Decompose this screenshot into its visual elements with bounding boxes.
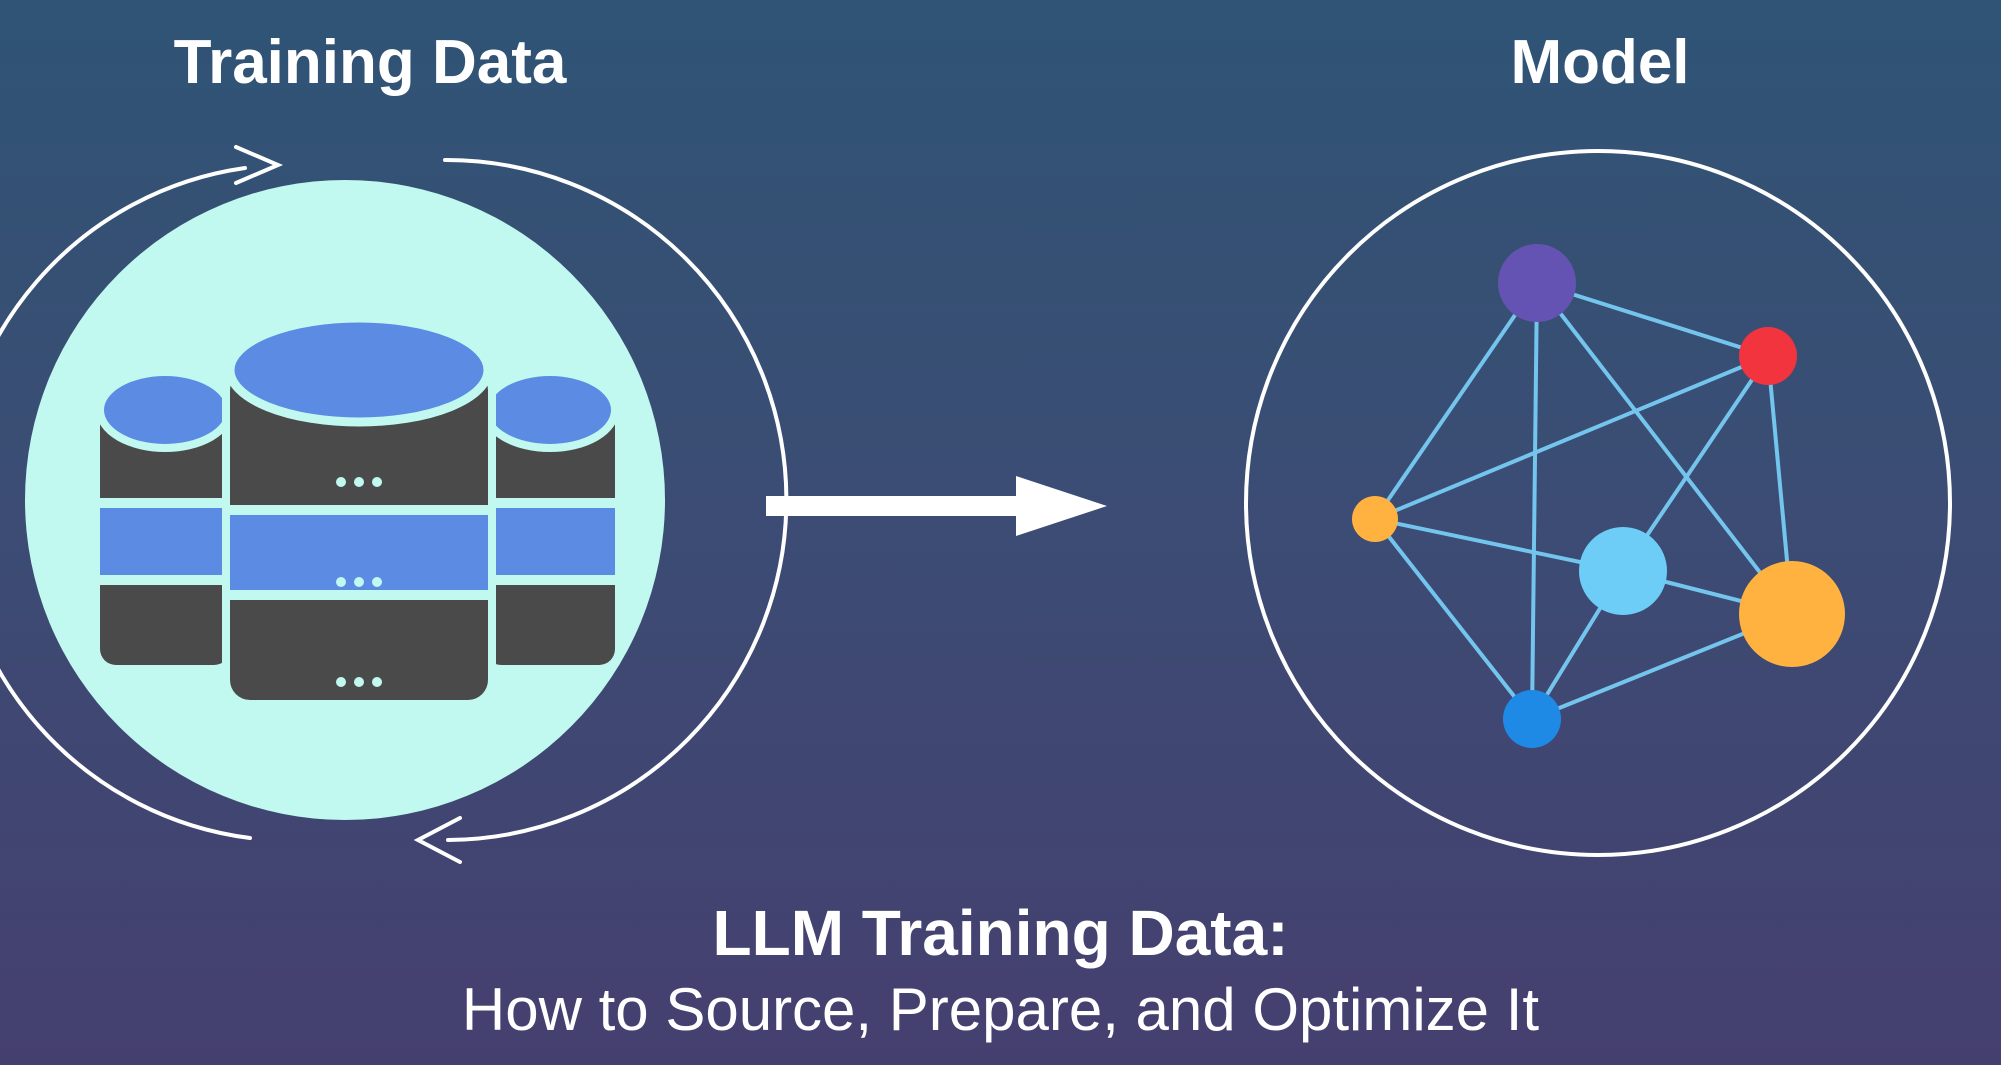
right-arrow-icon — [766, 476, 1107, 536]
model-label: Model — [1510, 28, 1690, 97]
training-data-label: Training Data — [173, 28, 567, 97]
model-outline-circle — [1244, 149, 1952, 857]
caption-subtitle: How to Source, Prepare, and Optimize It — [461, 976, 1540, 1044]
neural-network-icon — [1352, 244, 1845, 748]
network-node-purple — [1498, 244, 1576, 322]
caption: LLM Training Data: How to Source, Prepar… — [0, 898, 2001, 1046]
caption-title: LLM Training Data: — [712, 897, 1289, 969]
network-node-blue — [1503, 690, 1561, 748]
network-node-light-blue — [1579, 527, 1667, 615]
network-node-red — [1739, 327, 1797, 385]
network-node-large-orange — [1739, 561, 1845, 667]
network-node-small-orange — [1352, 496, 1398, 542]
database-stack-icon — [96, 313, 619, 705]
